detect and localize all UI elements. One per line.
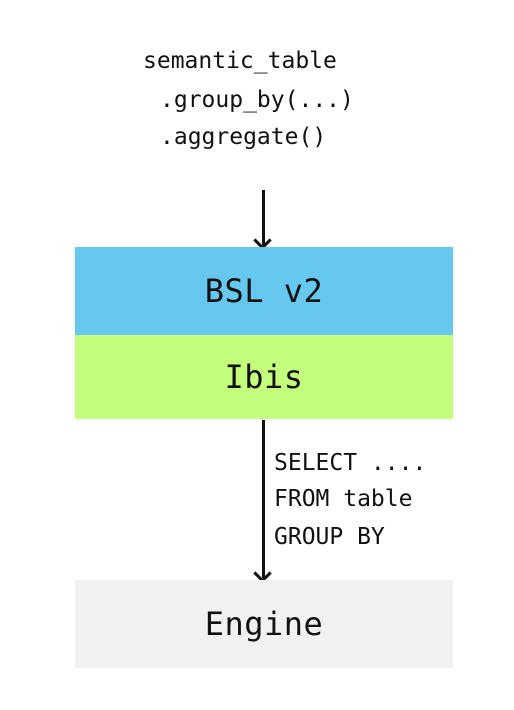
down-arrow-icon xyxy=(262,420,265,578)
down-arrow-icon xyxy=(262,190,265,245)
code-line-semantic-table: semantic_table xyxy=(143,48,337,74)
sql-line-select: SELECT .... xyxy=(274,450,427,476)
code-line-aggregate: .aggregate() xyxy=(160,124,327,150)
ibis-layer-box: Ibis xyxy=(75,335,453,419)
bsl-layer-label: BSL v2 xyxy=(204,272,324,310)
ibis-layer-label: Ibis xyxy=(224,358,304,396)
engine-label: Engine xyxy=(204,605,324,643)
bsl-layer-box: BSL v2 xyxy=(75,247,453,335)
engine-box: Engine xyxy=(75,580,453,668)
code-line-group-by: .group_by(...) xyxy=(160,87,354,113)
sql-line-from: FROM table xyxy=(274,486,413,512)
sql-line-group-by: GROUP BY xyxy=(274,524,385,550)
